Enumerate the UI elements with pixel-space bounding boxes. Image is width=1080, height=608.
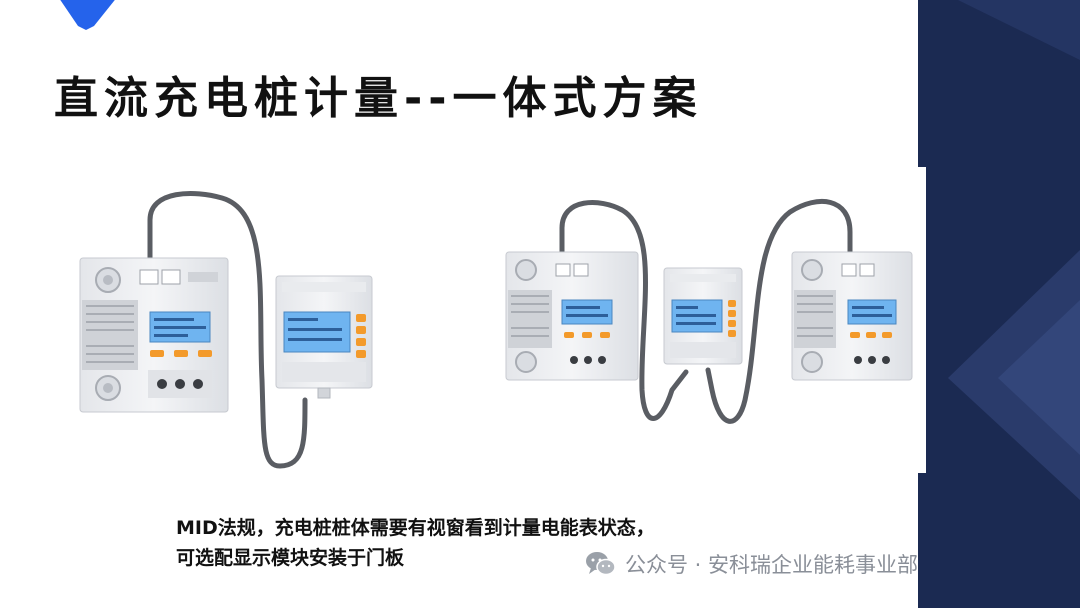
energy-meter-right-a <box>505 251 639 381</box>
energy-meter-left <box>79 257 229 413</box>
wechat-icon <box>586 552 616 576</box>
display-module-left <box>275 275 373 399</box>
panel-white-tab <box>918 167 926 473</box>
meter-illustration <box>79 191 913 469</box>
cable-left <box>147 191 308 469</box>
watermark-text: 公众号 · 安科瑞企业能耗事业部 <box>625 553 919 577</box>
cable-right-a <box>559 200 689 421</box>
caption-line-1: MID法规，充电桩桩体需要有视窗看到计量电能表状态， <box>176 517 655 539</box>
corner-accent-shape <box>60 0 115 30</box>
cable-right-b <box>705 198 853 424</box>
watermark: 公众号 · 安科瑞企业能耗事业部 <box>585 549 918 579</box>
decorative-side-panel <box>918 0 1080 608</box>
slide-title: 直流充电桩计量--一体式方案 <box>54 73 703 124</box>
caption: MID法规，充电桩桩体需要有视窗看到计量电能表状态， 可选配显示模块安装于门板 <box>176 513 655 573</box>
energy-meter-right-b <box>791 251 913 381</box>
caption-line-2: 可选配显示模块安装于门板 <box>176 547 405 569</box>
display-module-right <box>663 267 743 365</box>
